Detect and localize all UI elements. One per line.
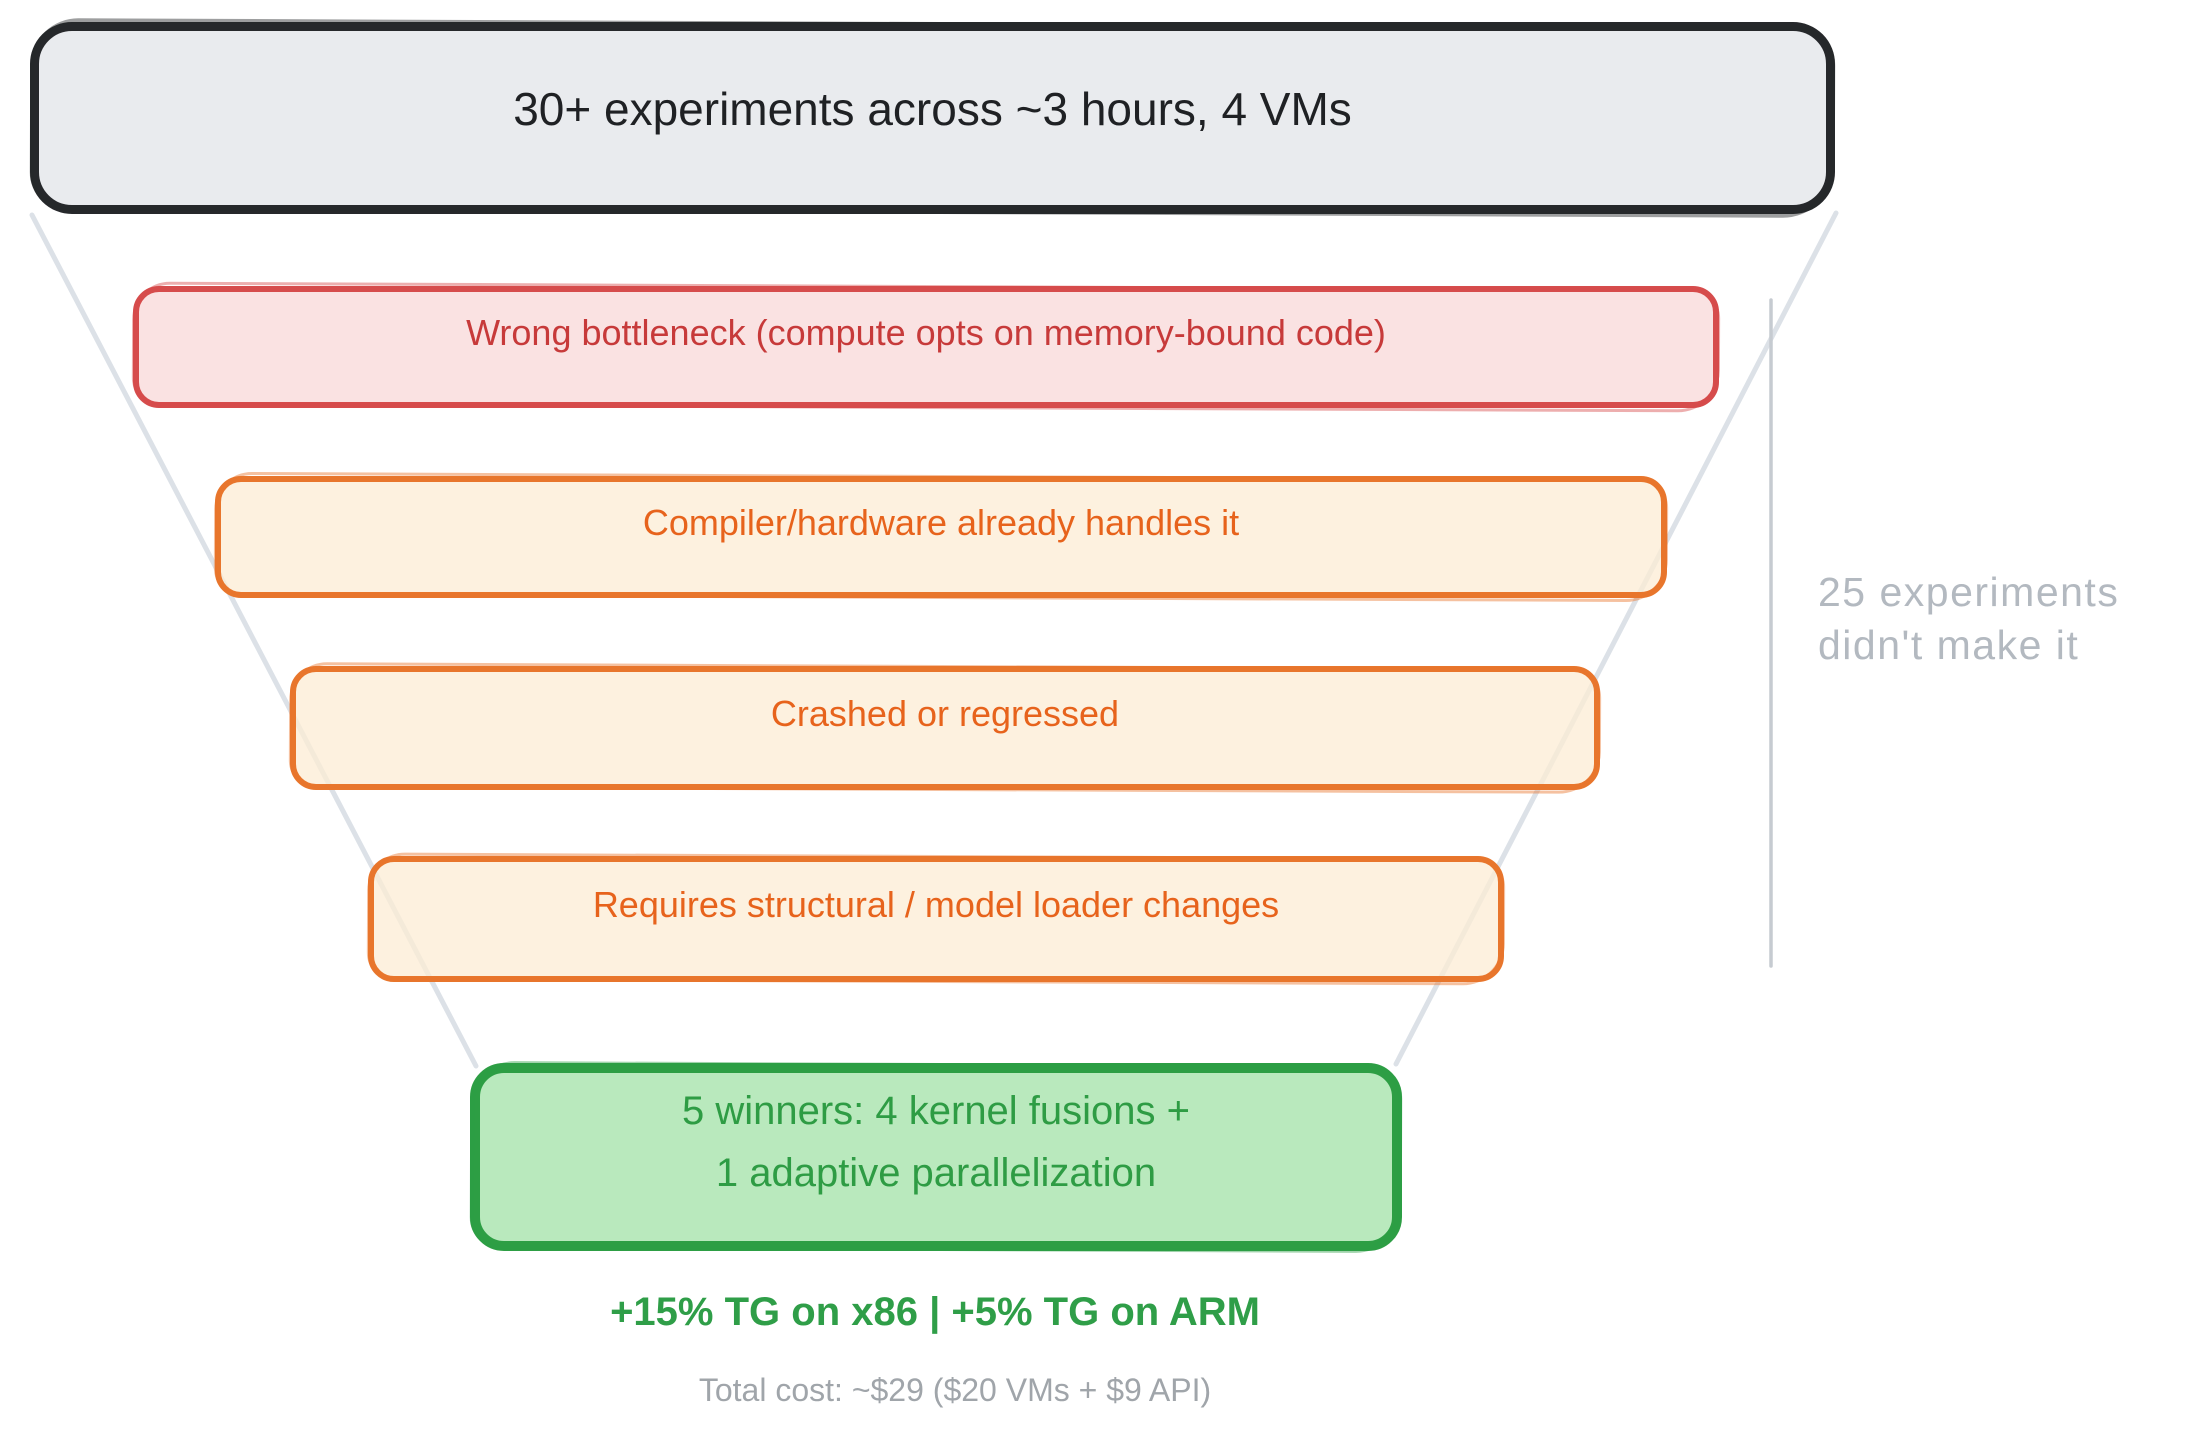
stage-crashed-regressed: Crashed or regressed — [290, 666, 1600, 790]
winners-line-2: 1 adaptive parallelization — [715, 1151, 1157, 1195]
gains-text: +15% TG on x86 | +5% TG on ARM — [610, 1290, 1260, 1334]
title-box: 30+ experiments across ~3 hours, 4 VMs — [30, 22, 1835, 214]
winners-box: 5 winners: 4 kernel fusions + 1 adaptive… — [470, 1063, 1402, 1251]
title-box-label: 30+ experiments across ~3 hours, 4 VMs — [513, 83, 1352, 135]
winners-box-label: 5 winners: 4 kernel fusions + 1 adaptive… — [682, 1080, 1190, 1204]
stage-label: Compiler/hardware already handles it — [642, 502, 1240, 543]
stage-label: Crashed or regressed — [770, 693, 1120, 734]
stage-wrong-bottleneck: Wrong bottleneck (compute opts on memory… — [133, 286, 1719, 408]
stage-structural-changes: Requires structural / model loader chang… — [368, 856, 1504, 982]
stage-label: Wrong bottleneck (compute opts on memory… — [466, 312, 1386, 353]
cost-text: Total cost: ~$29 ($20 VMs + $9 API) — [698, 1372, 1212, 1408]
stage-label: Requires structural / model loader chang… — [592, 884, 1280, 925]
side-annotation: 25 experiments didn't make it — [1818, 566, 2119, 672]
stage-compiler-hardware: Compiler/hardware already handles it — [215, 476, 1667, 598]
side-annotation-line-1: 25 experiments — [1818, 569, 2120, 615]
winners-line-1: 5 winners: 4 kernel fusions + — [681, 1089, 1191, 1133]
side-annotation-line-2: didn't make it — [1818, 622, 2080, 668]
